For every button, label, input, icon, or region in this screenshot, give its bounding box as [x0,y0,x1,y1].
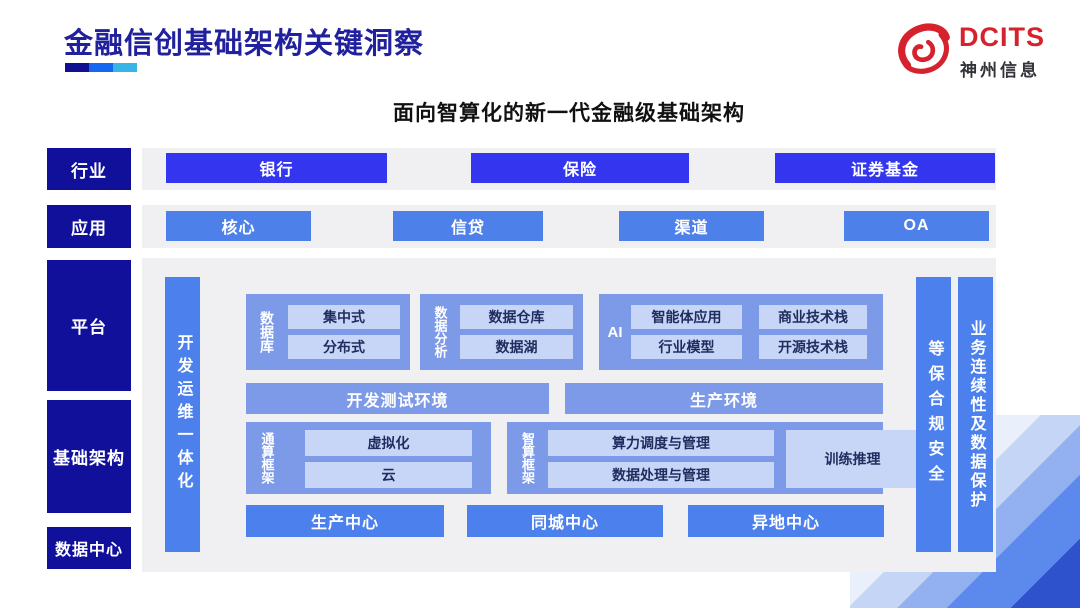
database-group: 数据库 集中式 分布式 [246,294,410,370]
underline-segment-blue [89,63,113,72]
devops-bar: 开发运维一体化 [165,277,200,552]
ai-group-label: AI [607,323,623,341]
sidebar-item-platform: 平台 [47,260,131,391]
underline-segment-dark [65,63,89,72]
logo-company-text: 神州信息 [960,61,1040,80]
ai-item-opensource-stack: 开源技术栈 [759,335,867,359]
dev-test-environment-bar: 开发测试环境 [246,383,549,414]
general-framework-group: 通算框架 虚拟化 云 [246,422,491,494]
company-logo: DCITS 神州信息 [893,16,1053,84]
center-box-same-city: 同城中心 [467,505,663,537]
analytics-item-warehouse: 数据仓库 [460,305,573,329]
intelligent-item-compute-scheduling: 算力调度与管理 [548,430,774,456]
ai-group: AI 智能体应用 商业技术栈 行业模型 开源技术栈 [599,294,883,370]
database-item-centralized: 集中式 [288,305,400,329]
underline-segment-cyan [113,63,137,72]
center-box-production: 生产中心 [246,505,444,537]
analytics-group-label: 数据分析 [432,306,448,358]
intelligent-framework-label: 智算框架 [520,432,535,484]
industry-box-bank: 银行 [166,153,387,183]
ai-item-industry-models: 行业模型 [631,335,742,359]
general-framework-label: 通算框架 [259,432,275,484]
sidebar-item-application: 应用 [47,205,131,248]
analytics-item-lake: 数据湖 [460,335,573,359]
business-continuity-bar: 业务连续性及数据保护 [958,277,993,552]
intelligent-item-data-processing: 数据处理与管理 [548,462,774,488]
application-box-core: 核心 [166,211,311,241]
application-box-credit: 信贷 [393,211,543,241]
center-box-remote: 异地中心 [688,505,884,537]
ai-item-agent-apps: 智能体应用 [631,305,742,329]
intelligent-item-training-inference: 训练推理 [786,430,919,488]
intelligent-framework-group: 智算框架 算力调度与管理 数据处理与管理 训练推理 [507,422,919,494]
diagram-title: 面向智算化的新一代金融级基础架构 [393,102,745,125]
general-item-cloud: 云 [305,462,472,488]
application-box-oa: OA [844,211,989,241]
application-box-channel: 渠道 [619,211,764,241]
database-group-label: 数据库 [259,311,275,353]
security-compliance-bar: 等保合规安全 [916,277,951,552]
devops-bar-label: 开发运维一体化 [174,334,192,495]
industry-box-securities: 证券基金 [775,153,995,183]
analytics-group: 数据分析 数据仓库 数据湖 [420,294,583,370]
general-item-virtualization: 虚拟化 [305,430,472,456]
database-item-distributed: 分布式 [288,335,400,359]
page-title: 金融信创基础架构关键洞察 [64,28,425,60]
title-underline [65,63,137,72]
sidebar-item-infrastructure: 基础架构 [47,400,131,513]
business-continuity-label: 业务连续性及数据保护 [967,319,985,510]
logo-brand-text: DCITS [959,22,1045,52]
industry-box-insurance: 保险 [471,153,689,183]
logo-swirl-icon [898,23,950,74]
ai-item-commercial-stack: 商业技术栈 [759,305,867,329]
production-environment-bar: 生产环境 [565,383,883,414]
security-compliance-label: 等保合规安全 [925,339,943,490]
sidebar-item-industry: 行业 [47,148,131,190]
sidebar-item-datacenter: 数据中心 [47,527,131,569]
